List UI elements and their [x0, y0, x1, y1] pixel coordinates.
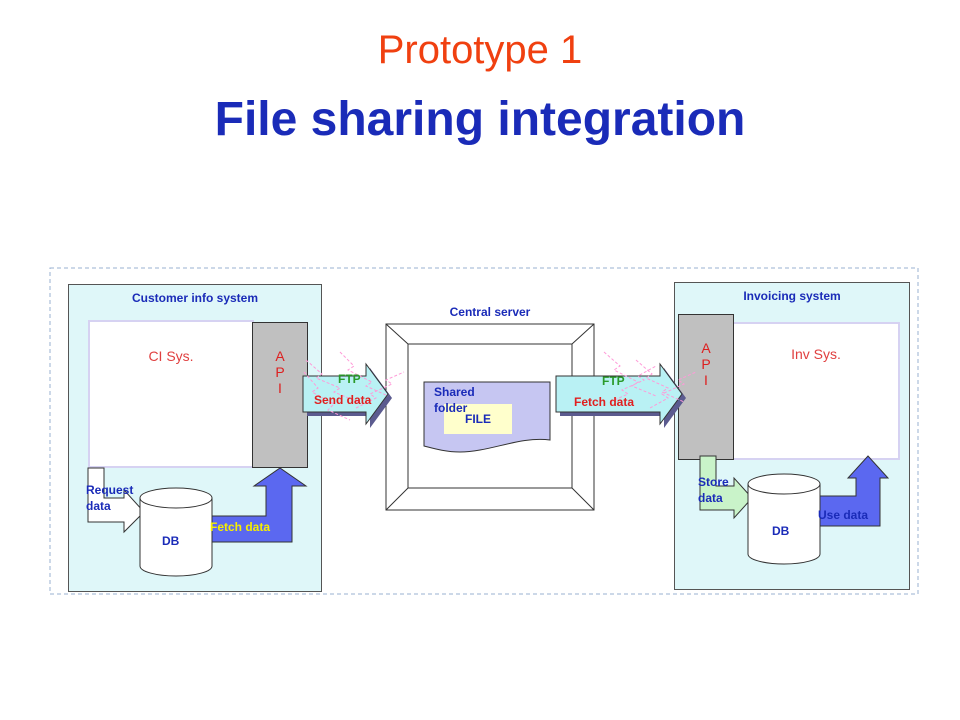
inv-db-label: DB	[772, 524, 790, 538]
use-data-arrow	[817, 455, 890, 527]
inv-system-box	[732, 322, 900, 460]
ftp-right-label: FTP	[602, 374, 625, 388]
outer-dashed-frame	[49, 267, 919, 595]
inv-db-cylinder	[747, 473, 821, 565]
send-data-label: Send data	[314, 393, 372, 407]
inv-api-label: A P I	[701, 340, 711, 388]
ci-fetch-data-arrow	[199, 467, 308, 543]
request-data-arrow	[87, 467, 145, 534]
lightning-right	[603, 351, 697, 409]
ftp-left-label: FTP	[338, 372, 361, 386]
invoicing-panel-title: Invoicing system	[743, 289, 841, 303]
file-box	[444, 404, 512, 434]
file-label: FILE	[465, 412, 491, 426]
store-data-label: Store data	[698, 475, 729, 505]
ci-system-box	[88, 320, 254, 468]
request-data-label: Request data	[86, 483, 134, 513]
use-data-label: Use data	[818, 508, 869, 522]
lightning-left	[303, 351, 405, 421]
central-server-title: Central server	[449, 305, 531, 319]
title-line-2: File sharing integration	[214, 93, 746, 146]
shared-folder-label: Shared folder	[434, 385, 475, 415]
customer-panel-title: Customer info system	[131, 291, 259, 305]
ci-fetch-data-label: Fetch data	[210, 520, 271, 534]
ci-api-label: A P I	[275, 348, 285, 396]
inv-api-block	[678, 314, 734, 460]
ci-db-label: DB	[162, 534, 180, 548]
title-line-1: Prototype 1	[377, 28, 583, 72]
ci-system-name: CI Sys.	[148, 348, 194, 364]
ftp-fetch-arrow	[555, 362, 686, 428]
inv-system-name: Inv Sys.	[791, 346, 841, 362]
store-data-arrow	[699, 455, 753, 520]
ci-db-cylinder	[139, 487, 213, 577]
fetch-data-ftp-label: Fetch data	[574, 395, 635, 409]
